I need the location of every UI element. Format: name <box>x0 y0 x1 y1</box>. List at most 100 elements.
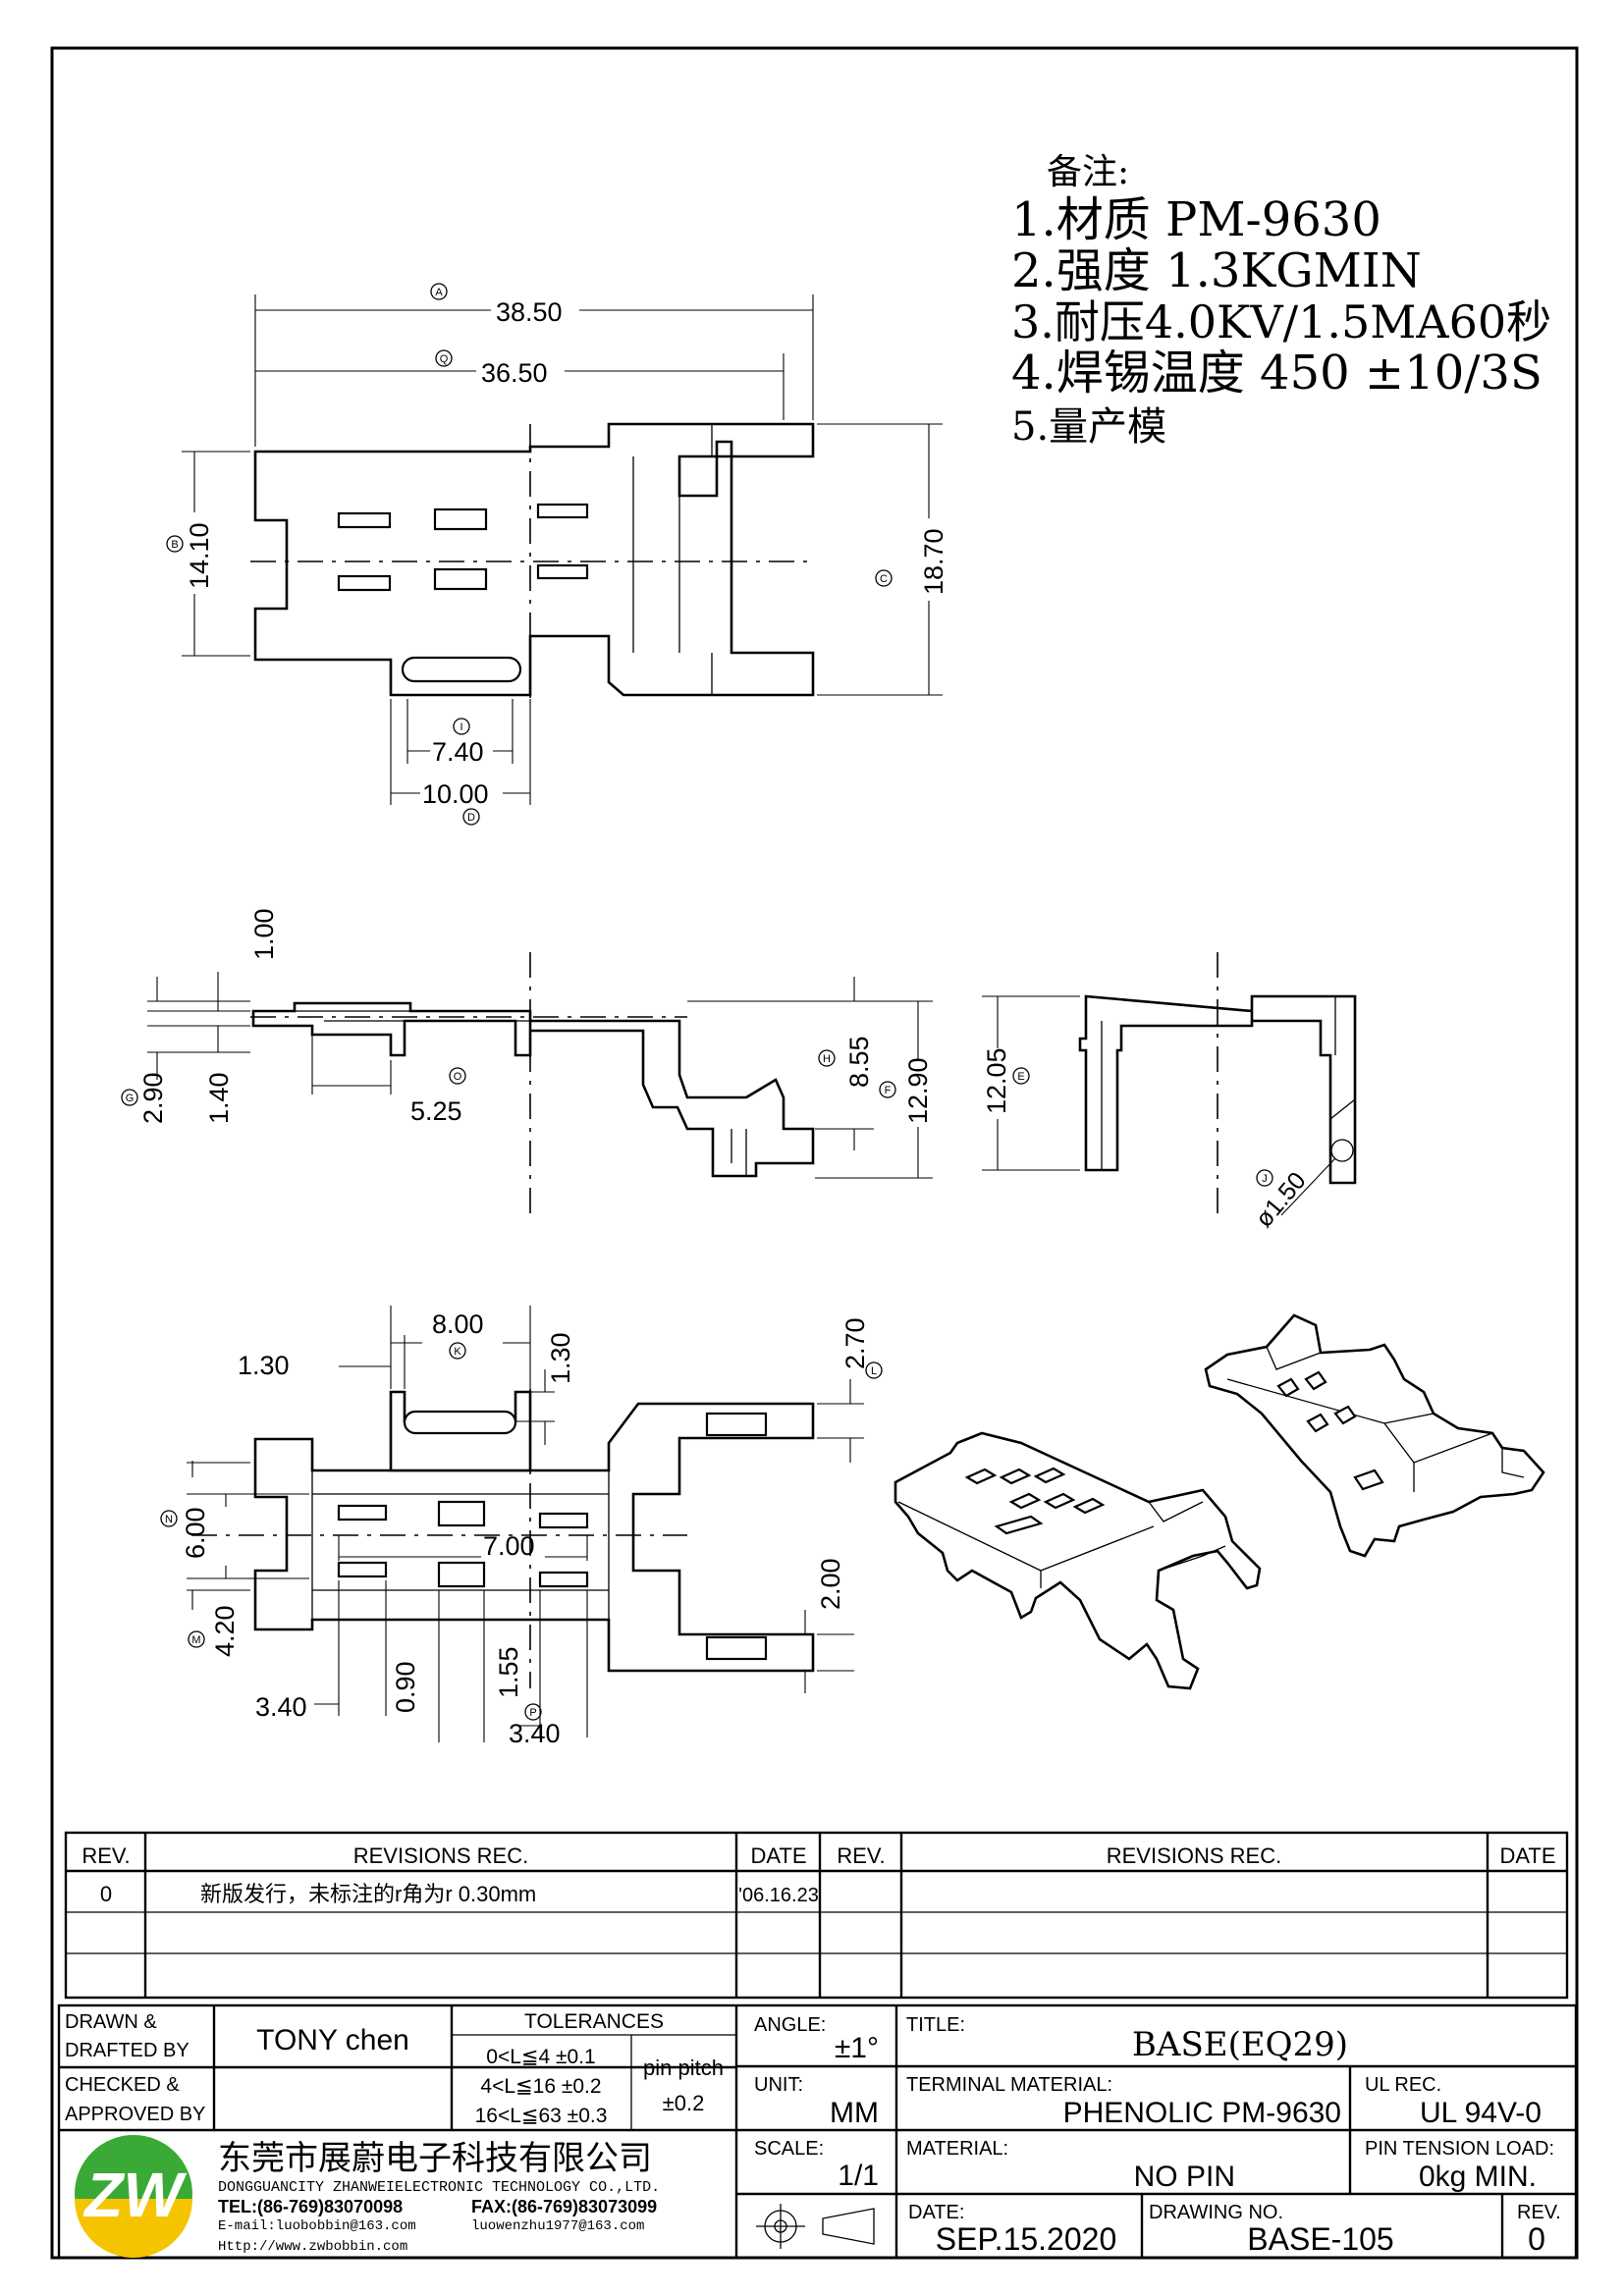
material-label: MATERIAL: <box>906 2138 1008 2160</box>
balloon-e <box>1012 1067 1030 1085</box>
tol-row-3: 16<L≦63 ±0.3 <box>475 2105 608 2127</box>
balloon-p <box>524 1703 542 1721</box>
balloon-b <box>166 535 184 553</box>
title-label: TITLE: <box>906 2014 965 2036</box>
notes-block: 备注: 1.材质 PM-9630 2.强度 1.3KGMIN 3.耐压4.0KV… <box>1011 152 1551 450</box>
top-oval-slot <box>401 656 522 683</box>
dim-12-90: 12.90 <box>903 1057 933 1124</box>
balloon-label: A <box>435 287 443 298</box>
top-slot <box>337 574 392 592</box>
dim-38-50: 38.50 <box>496 297 563 327</box>
top-view-outline <box>253 422 815 697</box>
company-email-1: E-mail:luobobbin@163.com <box>218 2218 416 2234</box>
rev-header-date-2: DATE <box>1499 1843 1555 1868</box>
pin-pitch-value: ±0.2 <box>663 2091 705 2115</box>
dim-5-25: 5.25 <box>410 1096 462 1126</box>
drawn-value: TONY chen <box>256 2024 409 2056</box>
dim-1-55: 1.55 <box>494 1646 523 1698</box>
balloon-label: J <box>1262 1173 1268 1185</box>
checked-label-2: APPROVED BY <box>65 2104 205 2125</box>
dim-0-90: 0.90 <box>391 1661 420 1713</box>
end-view-outline <box>1078 994 1357 1185</box>
balloon-d <box>462 808 480 826</box>
company-cn: 东莞市展蔚电子科技有限公司 <box>218 2140 652 2177</box>
bottom-terminal <box>705 1635 768 1661</box>
top-slot <box>433 567 488 591</box>
iso-front-edge <box>1158 1545 1226 1572</box>
top-slot <box>536 503 589 519</box>
dim-8-00: 8.00 <box>432 1309 484 1339</box>
dim-1-40: 1.40 <box>204 1072 234 1124</box>
company-logo: ZW <box>75 2135 192 2258</box>
iso-slot <box>1306 1413 1329 1433</box>
ul-value: UL 94V-0 <box>1420 2097 1542 2129</box>
terminal-value: PHENOLIC PM-9630 <box>1063 2097 1341 2129</box>
revisions-table: REV. REVISIONS REC. DATE REV. REVISIONS … <box>64 1831 1569 2000</box>
logo-letters: ZW <box>82 2160 187 2230</box>
terminal-label: TERMINAL MATERIAL: <box>906 2074 1112 2096</box>
dim-36-50: 36.50 <box>481 358 548 388</box>
company-website: Http://www.zwbobbin.com <box>218 2239 407 2255</box>
pin-pitch-label: pin pitch <box>643 2056 724 2080</box>
dim-18-70: 18.70 <box>919 528 948 595</box>
balloon-c <box>875 569 893 587</box>
dim-3-40-right: 3.40 <box>509 1719 561 1748</box>
balloon-label: D <box>467 812 475 824</box>
dim-4-20: 4.20 <box>210 1605 240 1657</box>
balloon-n <box>160 1510 178 1527</box>
drawing-no-label: DRAWING NO. <box>1149 2202 1283 2223</box>
rev-row-rev: 0 <box>100 1882 112 1906</box>
dim-2-70: 2.70 <box>840 1317 870 1369</box>
scale-value: 1/1 <box>838 2160 879 2192</box>
date-label: DATE: <box>908 2202 964 2223</box>
side-view: 1.00 2.90 G 1.40 O 5.25 8.55 H 12.90 F <box>121 908 933 1222</box>
note-4: 4.焊锡温度 450 ±10/3S <box>1011 346 1543 400</box>
balloon-i <box>453 718 470 735</box>
balloon-label: L <box>871 1365 877 1377</box>
company-en: DONGGUANCITY ZHANWEIELECTRONIC TECHNOLOG… <box>218 2179 660 2196</box>
balloon-l <box>865 1362 883 1379</box>
iso-back-edge <box>1501 1448 1525 1478</box>
dim-7-00: 7.00 <box>483 1531 535 1561</box>
balloon-label: E <box>1017 1071 1024 1083</box>
bottom-terminal <box>705 1412 768 1437</box>
balloon-label: G <box>126 1093 135 1104</box>
note-3: 3.耐压4.0KV/1.5MA60秒 <box>1011 295 1551 348</box>
top-slot <box>433 507 488 531</box>
balloon-k <box>449 1342 466 1360</box>
rev-value: 0 <box>1528 2221 1545 2257</box>
end-view: 12.05 E J ø1.50 <box>982 952 1357 1233</box>
balloon-label: Q <box>440 353 449 365</box>
dim-2-90: 2.90 <box>138 1072 168 1124</box>
balloon-o <box>449 1067 466 1085</box>
iso-slot <box>1333 1405 1357 1425</box>
dim-14-10: 14.10 <box>185 522 214 589</box>
dim-1-30-v: 1.30 <box>546 1332 575 1384</box>
balloon-label: K <box>454 1346 461 1358</box>
rev-row-rec: 新版发行，未标注的r角为r 0.30mm <box>200 1882 536 1906</box>
unit-value: MM <box>830 2097 879 2129</box>
scale-label: SCALE: <box>754 2138 824 2160</box>
tol-row-1: 0<L≦4 ±0.1 <box>486 2046 595 2068</box>
iso-back-outline <box>1204 1313 1545 1558</box>
bottom-slot <box>538 1512 589 1529</box>
dim-7-40: 7.40 <box>432 737 484 767</box>
isometric-view-back <box>1204 1313 1545 1558</box>
logo-lower <box>75 2199 192 2258</box>
balloon-label: H <box>823 1053 831 1065</box>
bottom-slot <box>337 1561 388 1578</box>
iso-slot <box>1033 1467 1066 1484</box>
iso-front-outline <box>893 1431 1262 1690</box>
title-block-border <box>57 2003 1578 2260</box>
checked-label-1: CHECKED & <box>65 2074 180 2096</box>
drawn-label-1: DRAWN & <box>65 2011 157 2033</box>
end-edge <box>1329 1098 1356 1120</box>
date-value: SEP.15.2020 <box>936 2221 1116 2257</box>
top-slot <box>337 511 392 529</box>
balloon-label: P <box>529 1707 536 1719</box>
dim-6-00: 6.00 <box>181 1507 210 1559</box>
top-slot <box>536 563 589 580</box>
angle-value: ±1° <box>835 2032 879 2064</box>
leader-line <box>1280 1157 1336 1216</box>
